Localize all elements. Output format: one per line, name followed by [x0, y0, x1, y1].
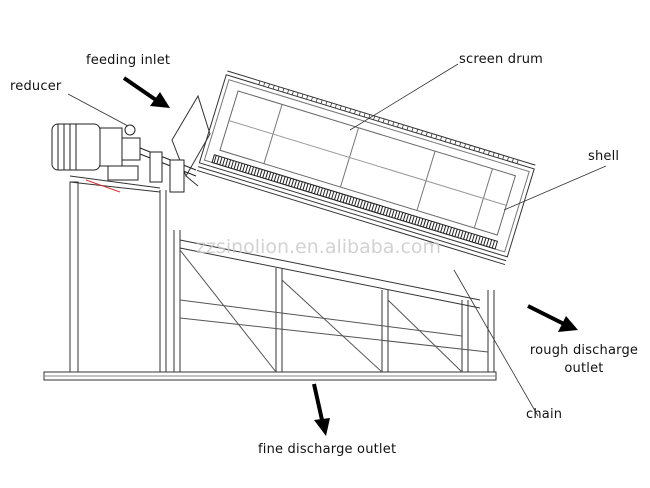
leader-chain	[453, 269, 539, 417]
flow-arrows	[122, 76, 578, 436]
label-rough-discharge-line1: rough discharge	[529, 343, 639, 358]
label-reducer: reducer	[10, 79, 62, 94]
watermark: zzsinolion.en.alibaba.com	[196, 236, 442, 258]
shell-top-rail	[258, 80, 519, 164]
label-screen-drum: screen drum	[459, 52, 544, 67]
reducer-motor	[51, 123, 197, 193]
label-feeding-inlet: feeding inlet	[86, 53, 171, 68]
leader-shell	[503, 165, 607, 211]
leader-lines	[67, 63, 607, 417]
chain-band	[211, 154, 499, 250]
label-chain: chain	[526, 407, 563, 422]
label-rough-discharge: rough discharge outlet	[522, 343, 646, 376]
drum-shell	[196, 70, 536, 266]
label-fine-discharge-outlet: fine discharge outlet	[258, 442, 397, 457]
leader-screen-drum	[349, 63, 459, 131]
base-frame	[43, 175, 497, 381]
fine-discharge-arrow	[312, 383, 330, 436]
feeding-inlet-arrow	[122, 76, 170, 108]
leader-reducer	[67, 93, 129, 127]
label-rough-discharge-line2: outlet	[564, 361, 604, 376]
rough-discharge-arrow	[527, 304, 578, 332]
label-shell: shell	[588, 149, 620, 164]
